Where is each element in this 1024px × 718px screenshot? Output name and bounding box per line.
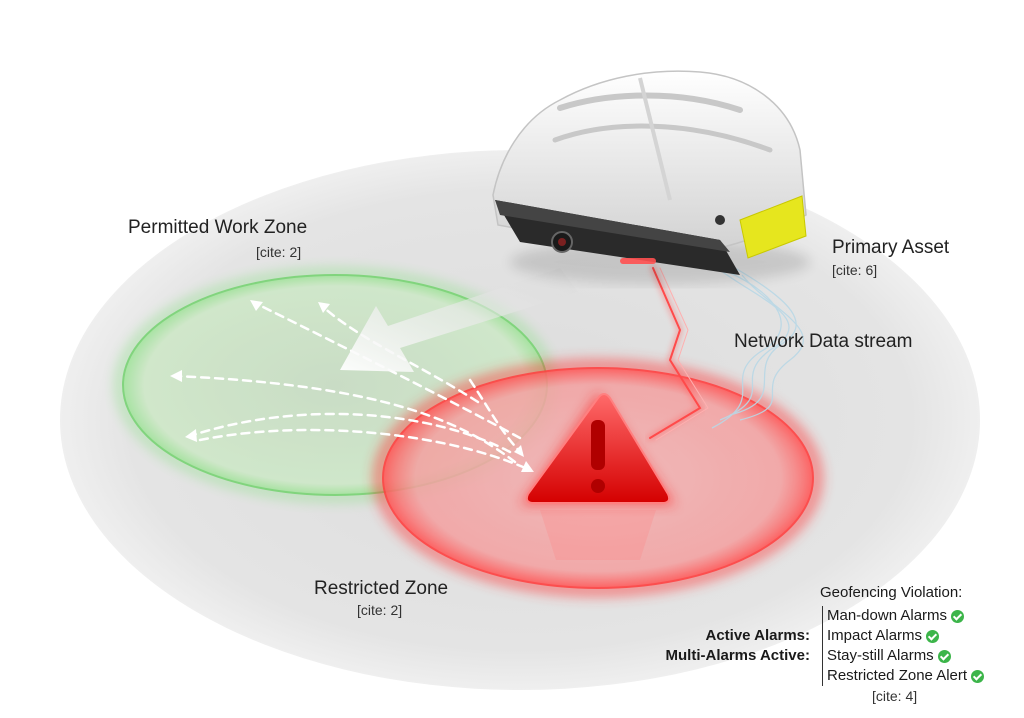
movement-arrowheads <box>170 300 534 472</box>
permitted-zone-cite: [cite: 2] <box>256 244 302 260</box>
alarm-item: Man-down Alarms <box>827 606 984 626</box>
check-icon <box>926 629 940 643</box>
check-icon <box>937 649 951 663</box>
signal-beam <box>647 265 709 441</box>
alarms-cite: [cite: 4] <box>872 688 918 704</box>
active-alarms-label: Active Alarms: <box>705 627 811 644</box>
alarm-item-label: Man-down Alarms <box>827 607 948 624</box>
network-stream-label: Network Data stream <box>734 331 913 352</box>
primary-asset-label: Primary Asset <box>832 237 950 258</box>
warning-sign <box>520 392 676 560</box>
permitted-zone-label: Permitted Work Zone <box>128 217 308 238</box>
alarm-list: Man-down Alarms Impact Alarms Stay-still… <box>822 606 985 686</box>
direction-arrow <box>340 268 578 372</box>
multi-alarms-label: Multi-Alarms Active: <box>665 647 810 664</box>
primary-asset-cite: [cite: 6] <box>832 262 878 278</box>
check-icon <box>951 609 965 623</box>
alarm-item: Restricted Zone Alert <box>827 666 985 686</box>
restricted-zone-glow <box>373 359 823 597</box>
alarm-item-label: Impact Alarms <box>827 627 923 644</box>
alarm-item-label: Restricted Zone Alert <box>827 667 968 684</box>
restricted-zone-label: Restricted Zone <box>314 578 449 599</box>
alarm-item-label: Stay-still Alarms <box>827 647 934 664</box>
alarm-item: Stay-still Alarms <box>827 646 984 666</box>
alarm-item: Impact Alarms <box>827 626 984 646</box>
network-stream <box>711 267 804 429</box>
hard-hat <box>492 70 810 284</box>
alarms-title: Geofencing Violation: <box>820 584 963 601</box>
check-icon <box>971 669 985 683</box>
restricted-zone-cite: [cite: 2] <box>357 602 403 618</box>
